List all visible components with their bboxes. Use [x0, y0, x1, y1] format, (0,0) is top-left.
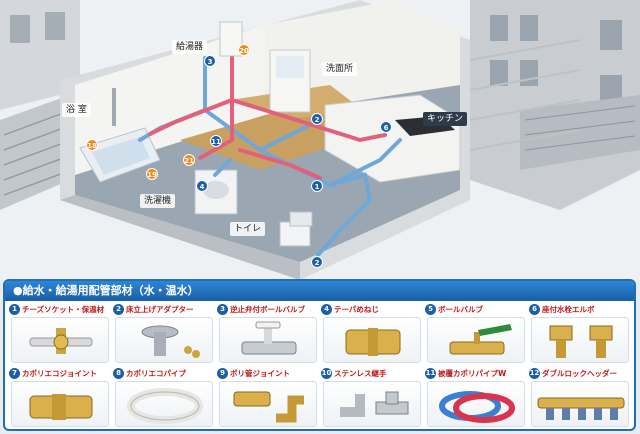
marker-2-upper: 2 [311, 113, 323, 125]
part-name: ダブルロックヘッダー [542, 368, 617, 378]
floor-riser-adapter-image [115, 317, 213, 363]
marker-20: 20 [238, 44, 250, 56]
part-name: ステンレス継手 [334, 368, 387, 378]
marker-21: 21 [183, 154, 195, 166]
marker-6: 6 [380, 121, 392, 133]
part-number: 2 [113, 303, 124, 315]
part-name: ボールバルブ [438, 304, 483, 314]
house-cutaway-illustration: 給湯器 洗面所 浴 室 キッチン 洗濯機 トイレ 20 3 2 6 11 18 … [0, 0, 640, 280]
panel-title: ●給水・給湯用配管部材（水・温水） [5, 281, 634, 301]
marker-19: 19 [146, 168, 158, 180]
house-drawing [0, 0, 640, 280]
part-name: 座付水栓エルボ [542, 304, 595, 314]
part-number: 9 [217, 367, 228, 379]
marker-18: 18 [86, 139, 98, 151]
capolieco-pipe-image [115, 381, 213, 427]
room-label-kitchen: キッチン [423, 112, 468, 126]
poly-pipe-joint-image [219, 381, 317, 427]
marker-1: 1 [311, 180, 323, 192]
part-number: 5 [425, 303, 436, 315]
part-number: 11 [425, 367, 436, 379]
part-name: チーズソケット・保温材 [22, 304, 105, 314]
part-number: 8 [113, 367, 124, 379]
room-label-washing-machine: 洗濯機 [140, 194, 176, 208]
taper-female-thread-image [323, 317, 421, 363]
part-number: 10 [321, 367, 332, 379]
room-label-water-heater: 給湯器 [172, 40, 208, 54]
double-lock-header-image [531, 381, 629, 427]
marker-11: 11 [210, 135, 222, 147]
part-name: ポリ管ジョイント [230, 368, 290, 378]
marker-4: 4 [196, 180, 208, 192]
coated-capoli-pipe-image [427, 381, 525, 427]
part-name: テーパめねじ [334, 304, 379, 314]
marker-2-lower: 2 [311, 256, 323, 268]
part-number: 6 [529, 303, 540, 315]
seated-faucet-elbow-image [531, 317, 629, 363]
part-number: 7 [9, 367, 20, 379]
part-number: 4 [321, 303, 332, 315]
part-name: 床立上げアダプター [126, 304, 194, 314]
room-label-bathroom: 浴 室 [62, 103, 91, 117]
marker-3: 3 [204, 55, 216, 67]
ball-valve-image [427, 317, 525, 363]
part-number: 1 [9, 303, 20, 315]
check-ball-valve-image [219, 317, 317, 363]
cheese-socket-image [11, 317, 109, 363]
part-name: 被覆カポリパイプW [438, 368, 507, 378]
part-name: 逆止弁付ボールバルブ [230, 304, 305, 314]
part-name: カポリエコジョイント [22, 368, 97, 378]
part-number: 12 [529, 367, 540, 379]
part-name: カポリエコパイプ [126, 368, 186, 378]
capolieco-joint-image [11, 381, 109, 427]
room-label-washroom: 洗面所 [322, 62, 358, 76]
room-label-toilet: トイレ [230, 222, 266, 236]
stainless-fitting-image [323, 381, 421, 427]
part-number: 3 [217, 303, 228, 315]
